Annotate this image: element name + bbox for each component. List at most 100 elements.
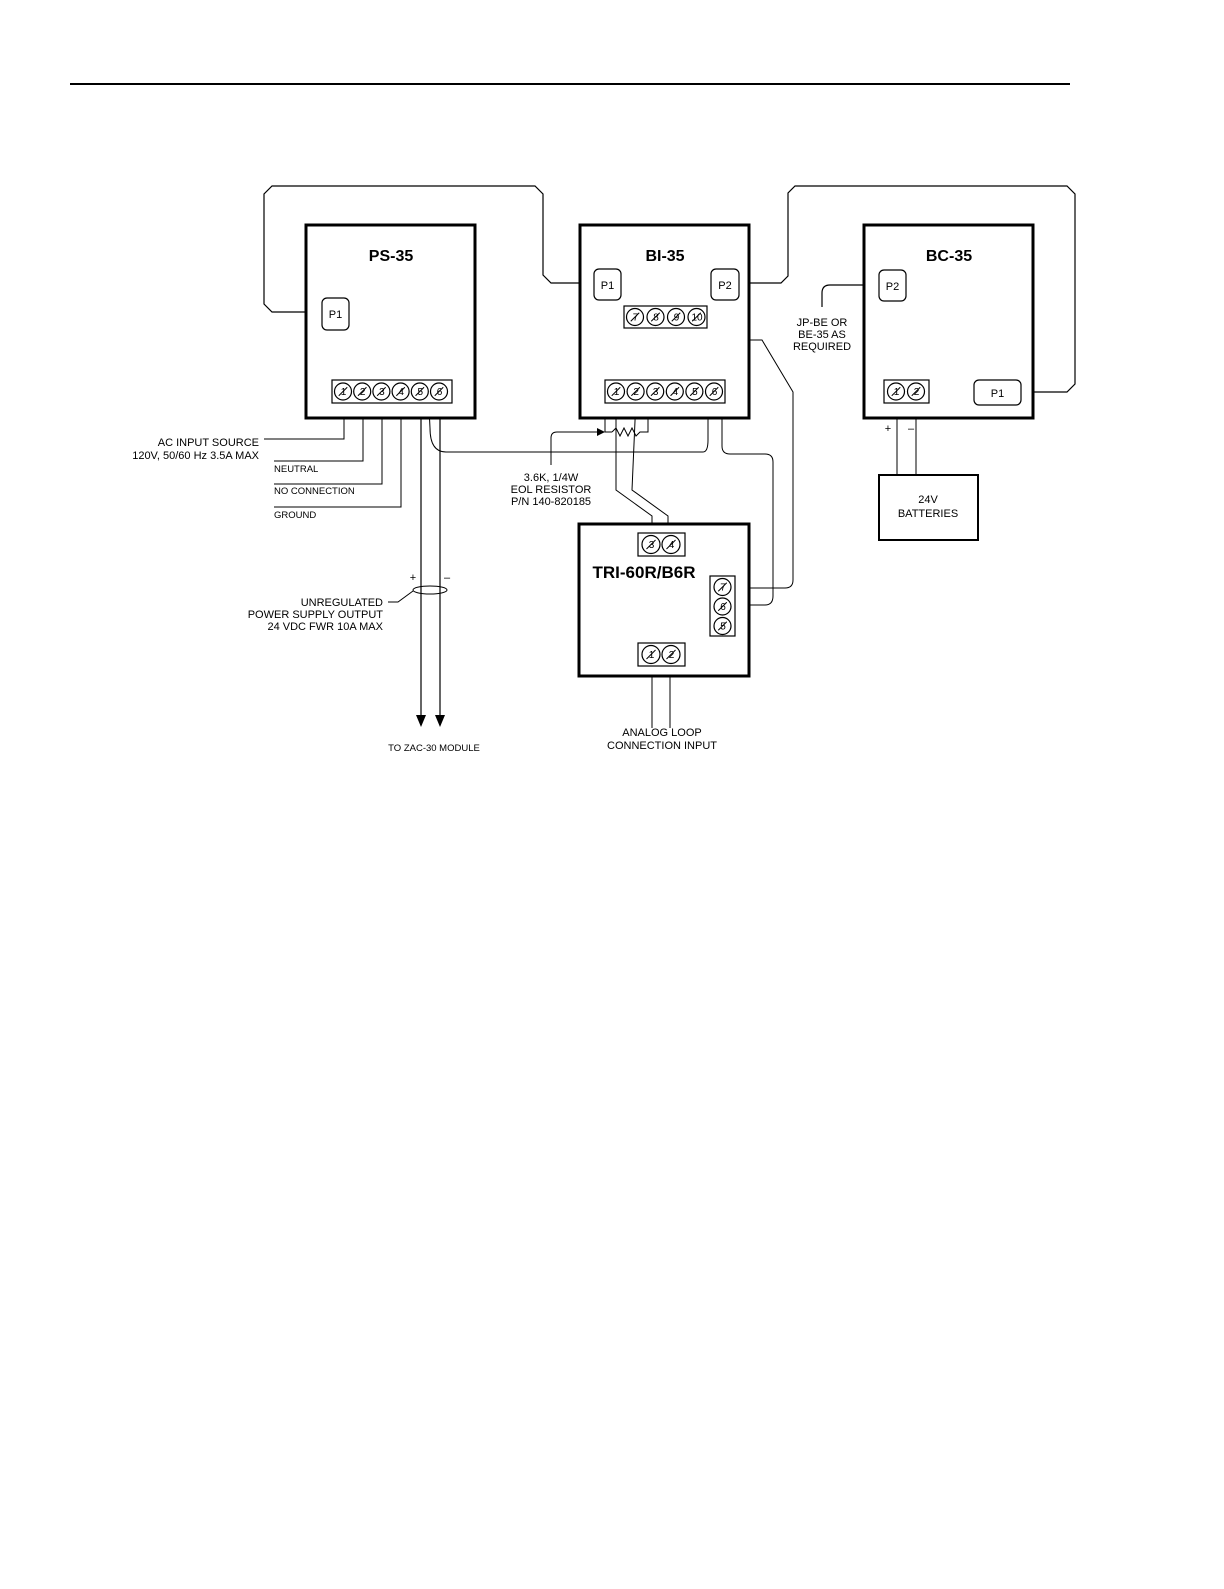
plus-sign-battery: + <box>885 423 891 435</box>
tri-top-terms-slot-3 <box>646 539 656 550</box>
ps35-terms-slot-3 <box>376 386 387 397</box>
tri-bottom-terms-slot-2 <box>666 649 676 660</box>
bi35-lower-terms-label-1: 1 <box>614 387 620 398</box>
bi35-lower-terms-slot-3 <box>650 386 660 397</box>
eol-resistor-zigzag <box>611 426 643 438</box>
arrow-to-zac-minus <box>435 715 445 727</box>
ps35-terms-label-4: 4 <box>398 387 404 398</box>
minus-sign-ps: – <box>444 572 451 584</box>
bi35-lower-terms-slot-1 <box>611 386 621 397</box>
ground-label: GROUND <box>274 510 316 521</box>
batteries-line2: BATTERIES <box>898 508 958 520</box>
bi35-upper-terms-slot-8 <box>650 312 661 322</box>
bi35-lower-terms-slot-6 <box>709 386 719 397</box>
bc35-terms-label-2: 2 <box>914 387 920 398</box>
tri-side-terms-label-6: 6 <box>720 602 726 613</box>
unregulated-label-1: UNREGULATED <box>301 597 383 609</box>
jumper-label-3: REQUIRED <box>793 341 851 353</box>
analog-label-2: CONNECTION INPUT <box>607 740 717 752</box>
unregulated-leader <box>388 590 414 603</box>
bi35-lower-terms-label-3: 3 <box>653 387 659 398</box>
tri-side-terms-slot-5 <box>717 621 728 631</box>
bi35-upper-terms-label-10: 10 <box>691 313 703 324</box>
tri-side-terms-slot-6 <box>717 601 728 612</box>
arrow-to-zac-plus <box>416 715 426 727</box>
tri-side-terms-label-7: 7 <box>720 583 726 594</box>
tri-top-terms-label-4: 4 <box>669 540 675 551</box>
bi35-p1-port <box>593 268 622 301</box>
bi35-upper-terms-slot-10 <box>691 312 702 322</box>
bi35-title: BI-35 <box>645 248 684 265</box>
bi35-lower-terms-label-4: 4 <box>673 387 679 398</box>
bi35-lower-terms-slot-2 <box>630 386 641 397</box>
ps35-terms-label-5: 5 <box>418 387 424 398</box>
no-connection-label: NO CONNECTION <box>274 486 355 497</box>
bi35-upper-terms-label-7: 7 <box>633 313 639 324</box>
bc35-p2-port <box>878 269 907 302</box>
bc35-terms-slot-1 <box>891 386 901 397</box>
ps35-terms-label-1: 1 <box>341 387 347 398</box>
ac-input-label-1: AC INPUT SOURCE <box>158 437 259 449</box>
tri-side-terms-label-5: 5 <box>720 622 726 633</box>
tri-side-terminals: 7 6 5 <box>713 577 732 636</box>
bi35-lower-terms-label-5: 5 <box>692 387 698 398</box>
ps35-terminals: 1 2 3 4 5 6 <box>333 382 449 401</box>
resistor-label-1: 3.6K, 1/4W <box>524 472 579 484</box>
tri-side-terms-slot-7 <box>717 582 728 592</box>
batteries-box <box>878 474 979 541</box>
ps35-terms-slot-1 <box>338 386 348 397</box>
minus-sign-battery: – <box>908 423 915 435</box>
bi35-upper-terms-slot-9 <box>671 312 681 322</box>
bi35-p1-label: P1 <box>601 280 614 292</box>
bc35-terms-label-1: 1 <box>894 387 900 398</box>
neutral-label: NEUTRAL <box>274 464 318 475</box>
tri-bottom-terms-slot-1 <box>646 649 656 660</box>
resistor-label-2: EOL RESISTOR <box>511 484 592 496</box>
bi35-p2-port <box>710 268 740 301</box>
bc35-p1-port <box>973 379 1022 406</box>
wire-no-connection <box>274 394 383 485</box>
bi35-lower-terms-label-2: 2 <box>633 387 639 398</box>
bi35-lower-terms-slot-5 <box>689 386 700 397</box>
batteries-line1: 24V <box>918 494 938 506</box>
unregulated-label-3: 24 VDC FWR 10A MAX <box>267 621 383 633</box>
ps35-terms-label-3: 3 <box>379 387 385 398</box>
bi35-lower-terms-slot-4 <box>670 386 680 397</box>
cable-bi35-p2-to-bc35-p1 <box>740 185 1076 393</box>
bi35-lower-terminals: 1 2 3 4 5 6 <box>606 382 724 401</box>
ps35-terms-label-2: 2 <box>360 387 366 398</box>
ps35-terms-slot-6 <box>434 386 444 397</box>
twisted-pair-marker <box>412 585 448 595</box>
bc35-terms-slot-2 <box>911 386 921 397</box>
tri-title: TRI-60R/B6R <box>593 563 696 582</box>
ps35-p1-port <box>321 297 350 331</box>
analog-label-1: ANALOG LOOP <box>622 727 701 739</box>
jumper-label-1: JP-BE OR <box>797 317 848 329</box>
to-zac-label: TO ZAC-30 MODULE <box>388 743 480 754</box>
ps35-terms-label-6: 6 <box>437 387 443 398</box>
bi35-lower-terms-label-6: 6 <box>712 387 718 398</box>
ps35-title: PS-35 <box>369 248 414 265</box>
bi35-upper-terms-slot-7 <box>630 312 640 322</box>
bi35-upper-terminal-strip <box>623 305 708 329</box>
bi35-upper-terminals: 7 8 9 10 <box>625 307 706 327</box>
tri-bottom-terms-label-1: 1 <box>649 650 655 661</box>
eol-resistor-arrow <box>597 428 605 436</box>
cable-ps35-p1-to-bi35-p1 <box>263 185 594 313</box>
bi35-p2-label: P2 <box>718 280 731 292</box>
bi35-upper-terms-label-8: 8 <box>653 313 659 324</box>
eol-resistor-leader <box>550 431 598 465</box>
plus-sign-ps: + <box>410 572 416 584</box>
bi35-upper-terms-label-9: 9 <box>674 313 680 324</box>
jumper-arrow-line <box>821 284 870 307</box>
resistor-label-3: P/N 140-820185 <box>511 496 591 508</box>
ps35-terms-slot-2 <box>357 386 367 397</box>
ps35-p1-label: P1 <box>329 309 342 321</box>
wire-ground <box>274 394 402 508</box>
jumper-label-2: BE-35 AS <box>798 329 846 341</box>
ps35-terms-slot-5 <box>415 386 425 397</box>
